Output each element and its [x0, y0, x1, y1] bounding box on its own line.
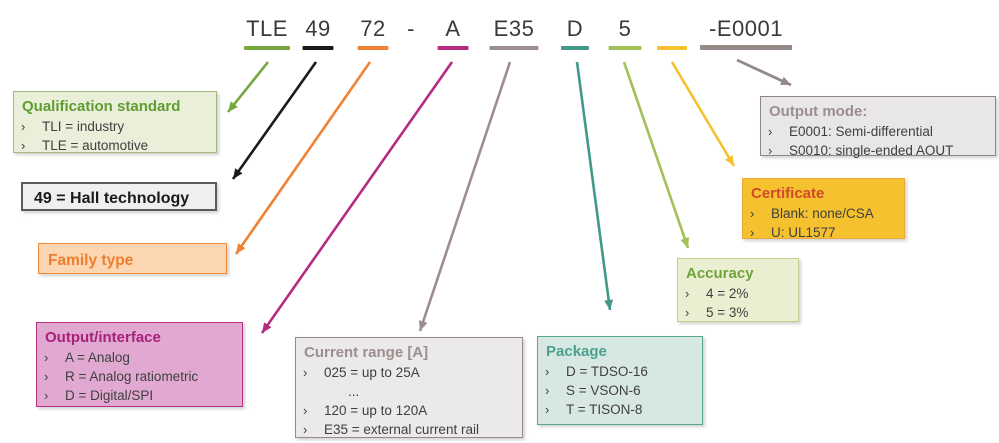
box-item: ›T = TISON-8: [545, 402, 643, 417]
bullet-icon: ›: [21, 138, 26, 153]
box-item: ›E35 = external current rail: [303, 422, 479, 437]
arrowhead: [780, 76, 791, 85]
segment-underline: [608, 46, 642, 50]
part-segment-72: 72: [353, 16, 393, 50]
segment-label: E35: [493, 16, 535, 41]
box-item: ›TLI = industry: [21, 119, 125, 134]
box-item: ...: [348, 384, 360, 399]
box-item: ›S0010: single-ended AOUT: [768, 143, 954, 158]
part-segment-tle: TLE: [240, 16, 294, 50]
package-box: Package ›D = TDSO-16 ›S = VSON-6 ›T = TI…: [537, 336, 703, 425]
part-segment-blank: [655, 16, 689, 50]
bullet-icon: ›: [750, 206, 755, 221]
box-item: ›D = Digital/SPI: [44, 388, 154, 403]
bullet-icon: ›: [44, 388, 49, 403]
arrow-hall-technology: [231, 61, 318, 180]
arrowhead: [680, 237, 689, 248]
box-item: ›4 = 2%: [685, 286, 749, 301]
box-item: ›5 = 3%: [685, 305, 749, 320]
bullet-icon: ›: [685, 286, 690, 301]
segment-underline: [357, 46, 389, 50]
box-item: ›D = TDSO-16: [545, 364, 648, 379]
box-title: Output mode:: [769, 103, 868, 120]
segment-label: A: [445, 16, 461, 41]
part-segment-dash: -: [398, 16, 424, 50]
box-item: ›U: UL1577: [750, 225, 836, 240]
box-item: ›TLE = automotive: [21, 138, 149, 153]
box-title: Current range [A]: [304, 344, 429, 361]
box-item: ›R = Analog ratiometric: [44, 369, 199, 384]
bullet-icon: ›: [303, 422, 308, 437]
arrowhead: [418, 320, 428, 331]
arrow-output-mode: [736, 58, 792, 87]
bullet-icon: ›: [750, 225, 755, 240]
bullet-icon: ›: [685, 305, 690, 320]
output-interface-box: Output/interface ›A = Analog ›R = Analog…: [36, 322, 243, 407]
segment-underline: [244, 46, 290, 50]
segment-underline: [657, 46, 687, 50]
box-item: ›025 = up to 25A: [303, 365, 420, 380]
arrow-certificate: [670, 61, 736, 167]
segment-underline: [489, 46, 539, 50]
box-item: ›Blank: none/CSA: [750, 206, 874, 221]
bullet-icon: ›: [21, 119, 26, 134]
bullet-icon: ›: [545, 402, 550, 417]
arrow-accuracy: [622, 61, 690, 249]
box-item: ›E0001: Semi-differential: [768, 124, 933, 139]
box-title: 49 = Hall technology: [34, 190, 190, 207]
arrowhead: [604, 299, 614, 310]
current-range-box: Current range [A] ›025 = up to 25A ... ›…: [295, 337, 523, 438]
arrow-qualification-standard: [226, 61, 270, 113]
arrowhead: [228, 101, 238, 112]
segment-label: TLE: [246, 16, 288, 41]
segment-underline: [302, 46, 334, 50]
accuracy-box: Accuracy ›4 = 2% ›5 = 3%: [677, 258, 799, 322]
segment-label: 49: [305, 16, 331, 41]
bullet-icon: ›: [303, 403, 308, 418]
family-type-box: Family type: [38, 243, 227, 274]
segment-label: 5: [618, 16, 632, 41]
box-item: ›120 = up to 120A: [303, 403, 428, 418]
certificate-box: Certificate ›Blank: none/CSA ›U: UL1577: [742, 178, 905, 240]
box-title: Family type: [48, 252, 134, 269]
output-mode-box: Output mode: ›E0001: Semi-differential ›…: [760, 96, 996, 158]
box-title: Output/interface: [45, 329, 161, 346]
segment-underline: [700, 45, 792, 50]
box-title: Package: [546, 343, 607, 360]
segment-label: -: [407, 16, 415, 41]
arrow-package: [575, 61, 612, 311]
bullet-icon: ›: [44, 369, 49, 384]
segment-underline: [561, 46, 589, 50]
bullet-icon: ›: [545, 364, 550, 379]
arrow-family-type: [234, 61, 372, 255]
part-segment-e35: E35: [487, 16, 541, 50]
part-segment-e0001: -E0001: [698, 16, 794, 50]
hall-technology-box: 49 = Hall technology: [21, 182, 217, 211]
bullet-icon: ›: [768, 124, 773, 139]
part-segment-a: A: [436, 16, 470, 50]
box-title: Qualification standard: [22, 98, 181, 115]
arrowhead: [725, 155, 734, 166]
bullet-icon: ›: [768, 143, 773, 158]
arrow-current-range: [418, 61, 512, 332]
arrowhead: [233, 168, 243, 179]
segment-label: D: [566, 16, 584, 41]
part-segment-49: 49: [298, 16, 338, 50]
arrowhead: [236, 243, 246, 254]
part-segment-d: D: [558, 16, 592, 50]
arrow-output-interface: [260, 61, 454, 334]
arrowhead: [262, 322, 272, 333]
bullet-icon: ›: [303, 365, 308, 380]
part-segment-5: 5: [607, 16, 643, 50]
segment-label: -E0001: [709, 16, 783, 41]
box-item: ›S = VSON-6: [545, 383, 641, 398]
segment-label: 72: [360, 16, 386, 41]
bullet-icon: ›: [44, 350, 49, 365]
segment-underline: [437, 46, 469, 50]
box-item: ›A = Analog: [44, 350, 130, 365]
bullet-icon: ›: [545, 383, 550, 398]
box-title: Certificate: [751, 185, 825, 202]
qualification-standard-box: Qualification standard ›TLI = industry ›…: [13, 91, 217, 153]
box-title: Accuracy: [686, 265, 754, 282]
